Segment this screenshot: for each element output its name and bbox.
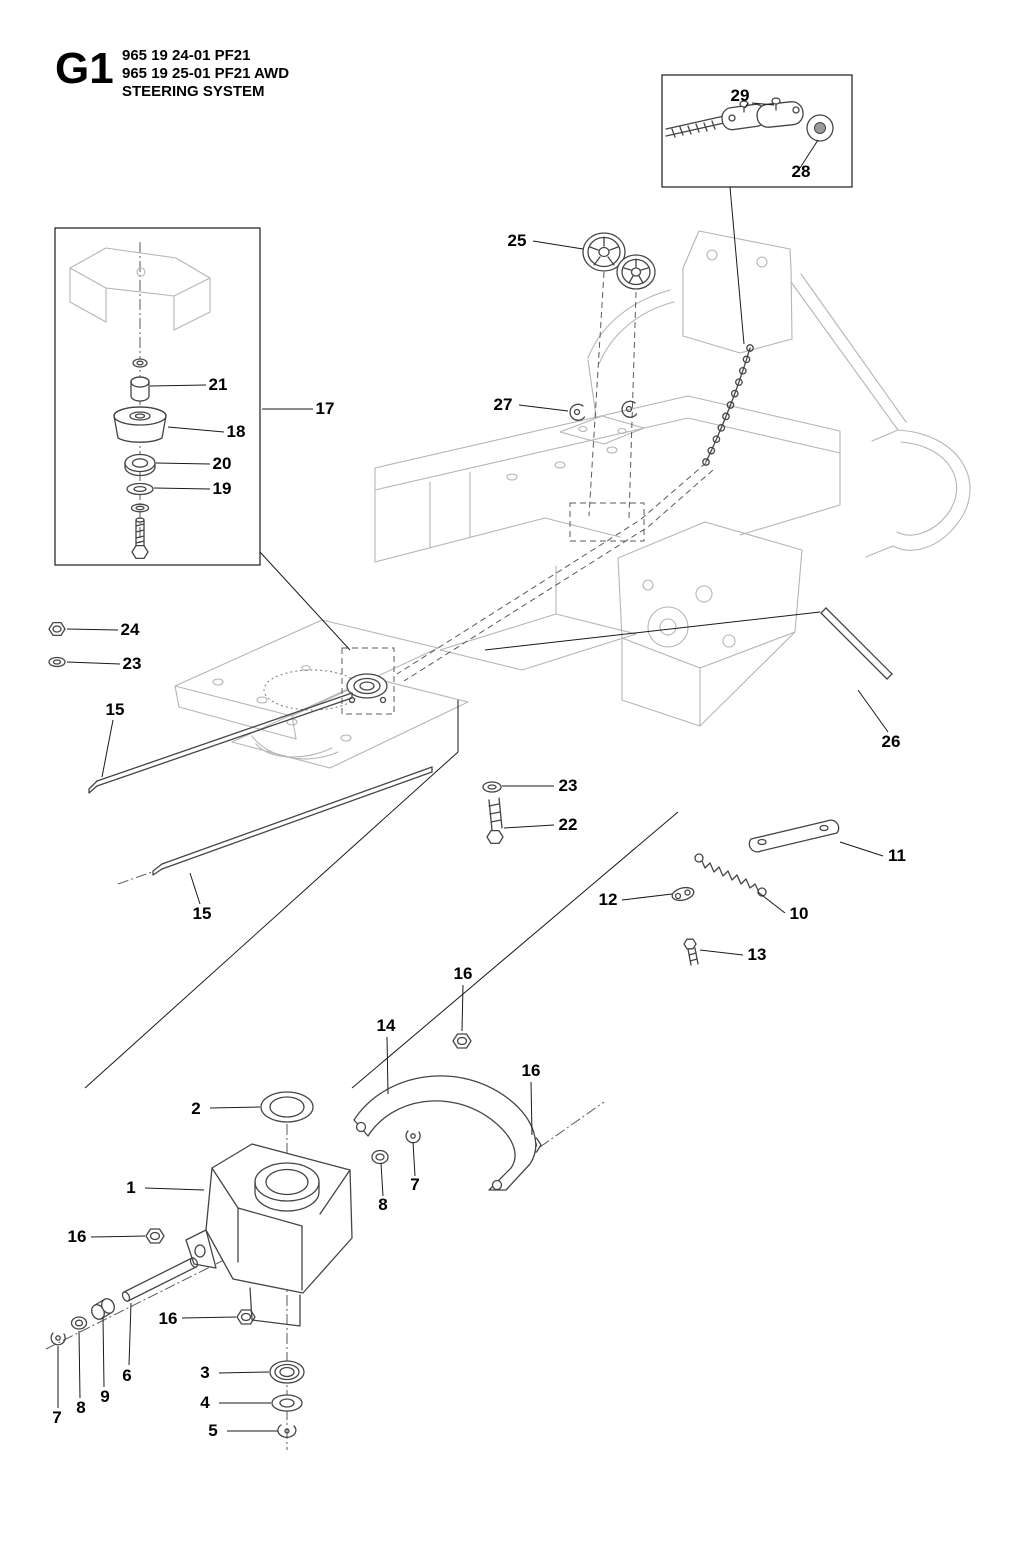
detail-inset-bearing-stack (54, 227, 261, 566)
title-block: G1 965 19 24-01 PF21 965 19 25-01 PF21 A… (55, 44, 289, 100)
clip-5 (277, 1424, 297, 1438)
callout-24: 24 (121, 620, 140, 639)
washer-19 (126, 482, 154, 496)
callout-7-b: 7 (52, 1408, 61, 1427)
model-number-2: 965 19 25-01 PF21 AWD (122, 65, 289, 82)
callout-23-a: 23 (123, 654, 142, 673)
pulley-18 (113, 406, 167, 443)
callout-16-a: 16 (454, 964, 473, 983)
inset-bolt (131, 517, 149, 560)
callout-1: 1 (126, 1178, 135, 1197)
callout-9: 9 (100, 1387, 109, 1406)
model-number-1: 965 19 24-01 PF21 (122, 47, 250, 64)
callout-16-d: 16 (159, 1309, 178, 1328)
bushing-21 (130, 376, 150, 402)
washer-4 (271, 1394, 303, 1412)
callout-8-a: 8 (378, 1195, 387, 1214)
bearing-3 (269, 1360, 305, 1384)
callout-17: 17 (316, 399, 335, 418)
callout-6: 6 (122, 1366, 131, 1385)
callout-21: 21 (209, 375, 228, 394)
detail-inset-chain-link (661, 74, 853, 188)
callout-29: 29 (731, 86, 750, 105)
rod-26 (820, 607, 893, 680)
cable-routing-lines (45, 271, 714, 1450)
callout-15-b: 15 (193, 904, 212, 923)
callout-26: 26 (882, 732, 901, 751)
bolt-22-washer-23 (482, 781, 504, 845)
callout-28: 28 (792, 162, 811, 181)
callout-27: 27 (494, 395, 513, 414)
bearing-20 (124, 453, 156, 477)
callout-19: 19 (213, 479, 232, 498)
callout-14: 14 (377, 1016, 396, 1035)
callout-15-a: 15 (106, 700, 125, 719)
washer-8-lower (70, 1316, 88, 1330)
spring-10 (694, 853, 767, 897)
pulleys-25 (582, 232, 656, 290)
leader-lines (57, 102, 889, 1432)
projection-lines (84, 186, 821, 1089)
callout-18: 18 (227, 422, 246, 441)
housing-1 (185, 1143, 353, 1327)
center-bearing (346, 673, 388, 704)
callout-13: 13 (748, 945, 767, 964)
callout-23-b: 23 (559, 776, 578, 795)
callout-5: 5 (208, 1421, 217, 1440)
steering-rods-15 (88, 692, 433, 876)
callout-2: 2 (191, 1099, 200, 1118)
bearing-location-box (341, 647, 395, 715)
link-12 (671, 886, 695, 902)
bushing-9 (91, 1298, 115, 1320)
callout-3: 3 (200, 1363, 209, 1382)
callout-10: 10 (790, 904, 809, 923)
bar-11 (748, 819, 840, 853)
washer-8-upper (371, 1149, 389, 1165)
callout-25: 25 (508, 231, 527, 250)
callout-12: 12 (599, 890, 618, 909)
callout-22: 22 (559, 815, 578, 834)
nut-24-washer-23 (48, 621, 66, 668)
e-clips-27 (569, 400, 638, 421)
callout-16-c: 16 (68, 1227, 87, 1246)
callout-11: 11 (888, 846, 906, 865)
washer-7-upper (405, 1130, 421, 1144)
chassis-frame-artwork (174, 230, 971, 769)
callout-8-b: 8 (76, 1398, 85, 1417)
chain (702, 344, 754, 466)
callout-7-a: 7 (410, 1175, 419, 1194)
seal-ring-2 (260, 1091, 314, 1123)
callout-4: 4 (200, 1393, 210, 1412)
ring-7-lower (50, 1332, 66, 1346)
callout-20: 20 (213, 454, 232, 473)
section-code: G1 (55, 44, 114, 93)
strap-14 (353, 1075, 537, 1191)
callout-labels: 29 28 25 27 21 18 20 19 17 24 23 15 26 2… (52, 86, 906, 1440)
pin-6 (121, 1257, 199, 1302)
system-name: STEERING SYSTEM (122, 83, 265, 100)
callout-16-b: 16 (522, 1061, 541, 1080)
disc-28 (806, 114, 834, 142)
bolt-13 (683, 938, 699, 966)
